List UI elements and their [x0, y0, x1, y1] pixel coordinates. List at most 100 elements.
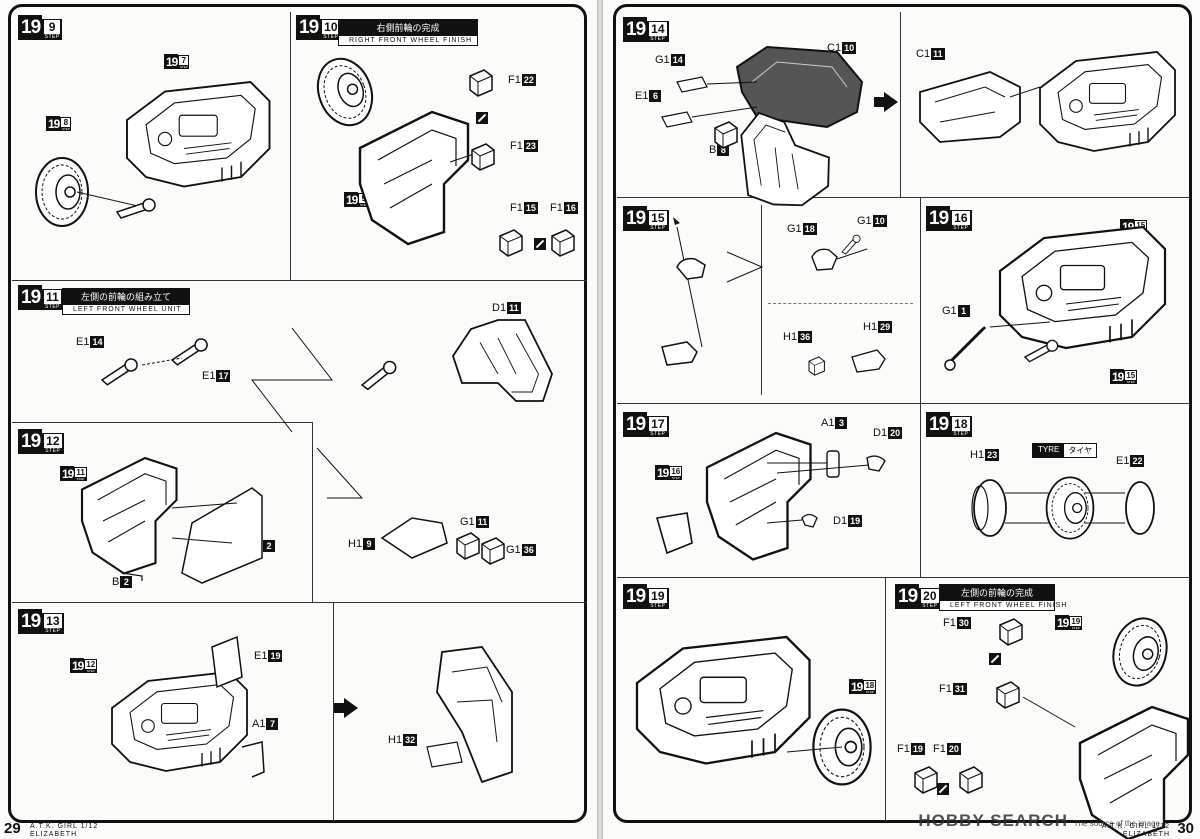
assembly-illustration — [35, 81, 271, 227]
assembly-illustration — [97, 319, 553, 433]
page-model: A.T.K. GIRL 1/12 — [1101, 823, 1170, 830]
attach-symbol — [534, 238, 546, 250]
assembly-illustration — [661, 217, 886, 376]
page-model: A.T.K. GIRL 1/12 — [30, 823, 99, 830]
attach-symbol — [937, 783, 949, 795]
assembly-illustration — [944, 225, 1167, 371]
page-number: 30 — [1177, 820, 1194, 837]
next-arrow-icon — [334, 698, 358, 718]
page-subtitle: ELIZABETH — [30, 831, 78, 838]
tyre-label: TYRE タイヤ — [1032, 443, 1098, 458]
page-frame — [613, 4, 1192, 823]
step-title: 左側の前輪の組み立て LEFT FRONT WHEEL UNIT — [62, 288, 190, 315]
assembly-illustration — [661, 45, 864, 221]
assembly-illustration — [655, 431, 886, 561]
book-gutter — [597, 0, 603, 839]
step-title: 左側の前輪の完成 LEFT FRONT WHEEL FINISH — [939, 584, 1066, 611]
assembly-illustration — [80, 447, 505, 584]
page-frame — [8, 4, 587, 823]
assembly-illustration — [307, 50, 575, 257]
assembly-illustration — [111, 635, 513, 784]
attach-symbol — [476, 112, 488, 124]
assembly-illustration — [635, 635, 872, 786]
page-number: 29 — [4, 820, 21, 837]
step-title: 右側前輪の完成 RIGHT FRONT WHEEL FINISH — [338, 19, 478, 46]
assembly-illustration — [919, 51, 1176, 152]
assembly-illustration — [914, 611, 1190, 839]
attach-symbol — [989, 653, 1001, 665]
assembly-illustration — [971, 476, 1155, 540]
watermark: HOBBY SEARCH The source of the image — [918, 811, 1160, 830]
page-subtitle: ELIZABETH — [1122, 831, 1170, 838]
next-arrow-icon — [874, 92, 898, 112]
